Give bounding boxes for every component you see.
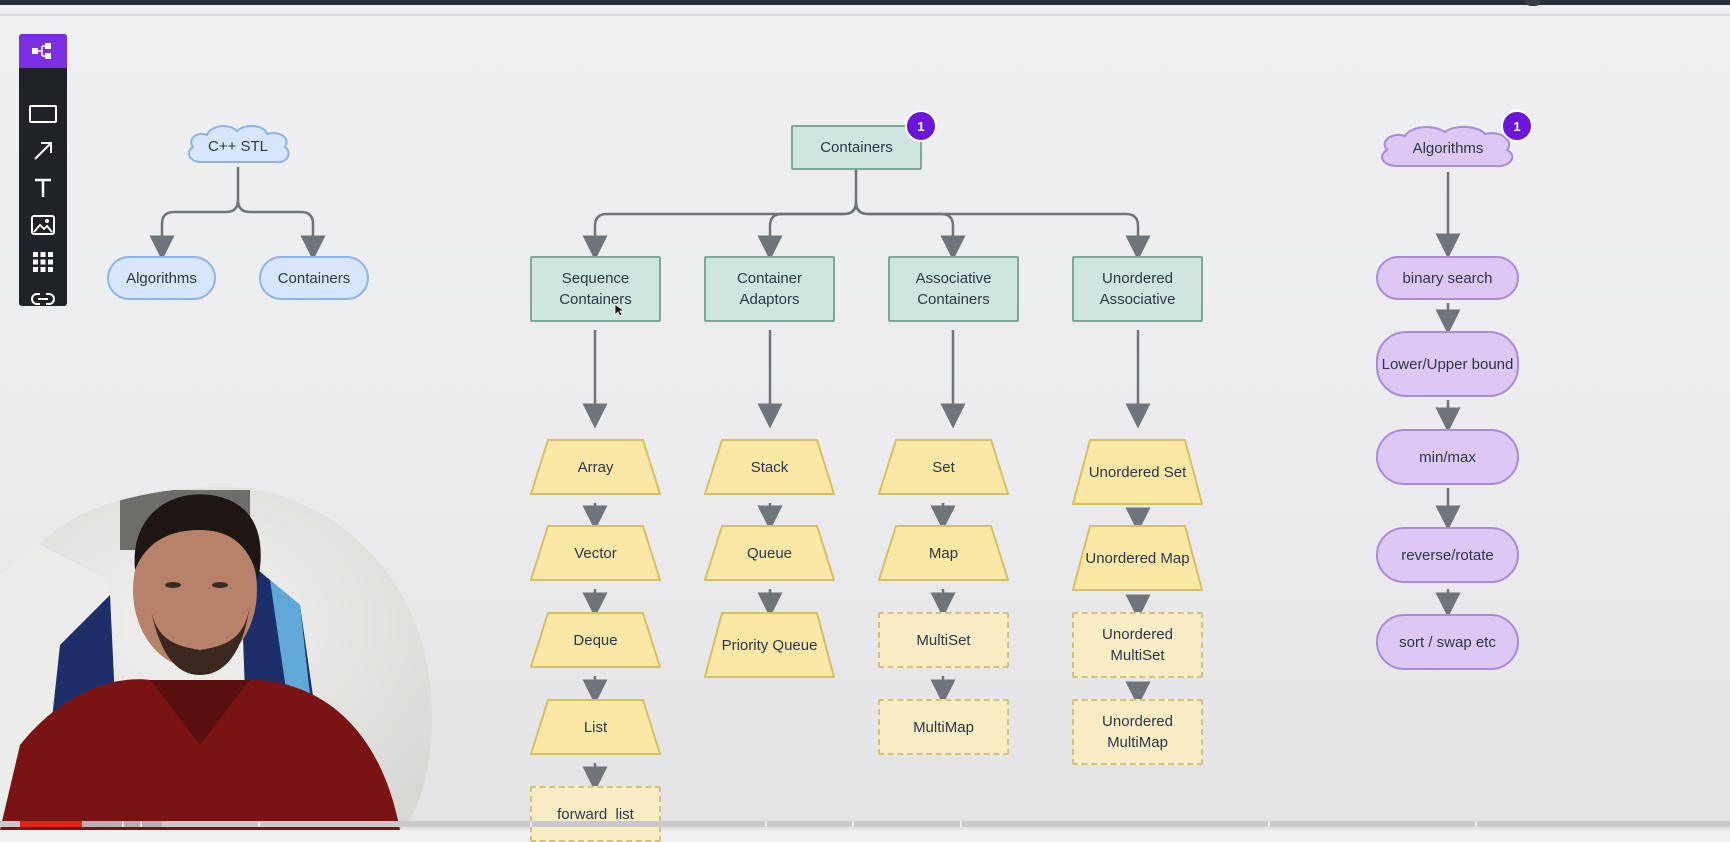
- container-item[interactable]: Unordered Map: [1071, 525, 1204, 591]
- chapter-marker: [960, 821, 962, 827]
- stl-root-label: C++ STL: [207, 137, 269, 155]
- link-tool-icon[interactable]: [19, 282, 67, 316]
- window-control: [1525, 0, 1541, 6]
- stl-containers-node[interactable]: Containers: [259, 256, 369, 300]
- trapezoid-shape: [529, 439, 662, 495]
- mouse-cursor-icon: [614, 303, 624, 317]
- chapter-marker: [1475, 821, 1477, 827]
- container-item-label: Vector: [574, 544, 617, 562]
- container-item[interactable]: Deque: [529, 612, 662, 668]
- container-item[interactable]: Priority Queue: [703, 612, 836, 678]
- window-top-bar: [0, 0, 1730, 5]
- container-item-label: Set: [932, 458, 955, 476]
- container-item-label: Queue: [746, 544, 793, 562]
- algorithm-item[interactable]: min/max: [1376, 429, 1519, 485]
- container-item-label: Map: [928, 544, 959, 562]
- stl-cloud-shape[interactable]: [181, 122, 295, 170]
- category-associative[interactable]: Associative Containers: [888, 256, 1019, 322]
- containers-root-node[interactable]: Containers: [791, 125, 922, 170]
- algorithm-item[interactable]: sort / swap etc: [1376, 614, 1519, 670]
- container-item[interactable]: Stack: [703, 439, 836, 495]
- chapter-marker: [530, 821, 532, 827]
- container-item-label: Unordered Set: [1088, 463, 1187, 481]
- container-item[interactable]: Unordered MultiSet: [1072, 612, 1203, 678]
- chapter-marker: [852, 821, 854, 827]
- trapezoid-shape: [1071, 525, 1204, 591]
- stl-algorithms-node[interactable]: Algorithms: [107, 256, 216, 300]
- comment-badge[interactable]: 1: [1501, 110, 1533, 142]
- algorithm-item[interactable]: Lower/Upper bound: [1376, 331, 1519, 397]
- chapter-marker: [258, 821, 260, 827]
- container-item[interactable]: List: [529, 699, 662, 755]
- container-item-label: Unordered Map: [1085, 549, 1190, 567]
- chapter-marker: [765, 821, 767, 827]
- container-item[interactable]: Unordered Set: [1071, 439, 1204, 505]
- container-item[interactable]: forward_list: [530, 786, 661, 842]
- trapezoid-shape: [529, 699, 662, 755]
- container-item-label: List: [583, 718, 608, 736]
- category-unordered[interactable]: Unordered Associative: [1072, 256, 1203, 322]
- container-item[interactable]: Map: [877, 525, 1010, 581]
- canvas-top-divider: [0, 14, 1730, 16]
- trapezoid-shape: [1071, 439, 1204, 505]
- trapezoid-shape: [703, 525, 836, 581]
- algorithm-item[interactable]: binary search: [1376, 256, 1519, 300]
- container-item[interactable]: Set: [877, 439, 1010, 495]
- algorithms-root-label: Algorithms: [1412, 139, 1484, 157]
- trapezoid-shape: [529, 612, 662, 668]
- arrow-tool-icon[interactable]: [19, 134, 67, 168]
- chapter-marker: [140, 821, 142, 827]
- container-item-label: Deque: [573, 631, 618, 649]
- trapezoid-shape: [703, 612, 836, 678]
- container-item[interactable]: Array: [529, 439, 662, 495]
- image-tool-icon[interactable]: [19, 208, 67, 242]
- trapezoid-shape: [877, 439, 1010, 495]
- presenter-webcam-image: [0, 487, 432, 830]
- algorithms-cloud-shape[interactable]: [1375, 124, 1521, 172]
- drawing-toolbar: [19, 34, 67, 306]
- algorithm-item[interactable]: reverse/rotate: [1376, 527, 1519, 583]
- container-item[interactable]: Queue: [703, 525, 836, 581]
- container-item[interactable]: Unordered MultiMap: [1072, 699, 1203, 765]
- grid-tool-icon[interactable]: [19, 245, 67, 279]
- video-progress-track[interactable]: [0, 821, 1730, 827]
- trapezoid-shape: [529, 525, 662, 581]
- rectangle-tool-icon[interactable]: [19, 97, 67, 131]
- trapezoid-shape: [877, 525, 1010, 581]
- category-sequence[interactable]: Sequence Containers: [530, 256, 661, 322]
- chapter-marker: [1268, 821, 1270, 827]
- container-item[interactable]: MultiMap: [878, 699, 1009, 755]
- category-adaptors[interactable]: Container Adaptors: [704, 256, 835, 322]
- text-tool-icon[interactable]: [19, 171, 67, 205]
- container-item-label: Priority Queue: [721, 636, 818, 654]
- diagram-tool-icon[interactable]: [19, 34, 67, 68]
- container-item[interactable]: MultiSet: [878, 612, 1009, 668]
- container-item-label: Stack: [750, 458, 789, 476]
- comment-badge[interactable]: 1: [905, 110, 937, 142]
- container-item-label: Array: [577, 458, 614, 476]
- video-progress-fill[interactable]: [20, 821, 83, 827]
- container-item[interactable]: Vector: [529, 525, 662, 581]
- trapezoid-shape: [703, 439, 836, 495]
- chapter-marker: [122, 821, 124, 827]
